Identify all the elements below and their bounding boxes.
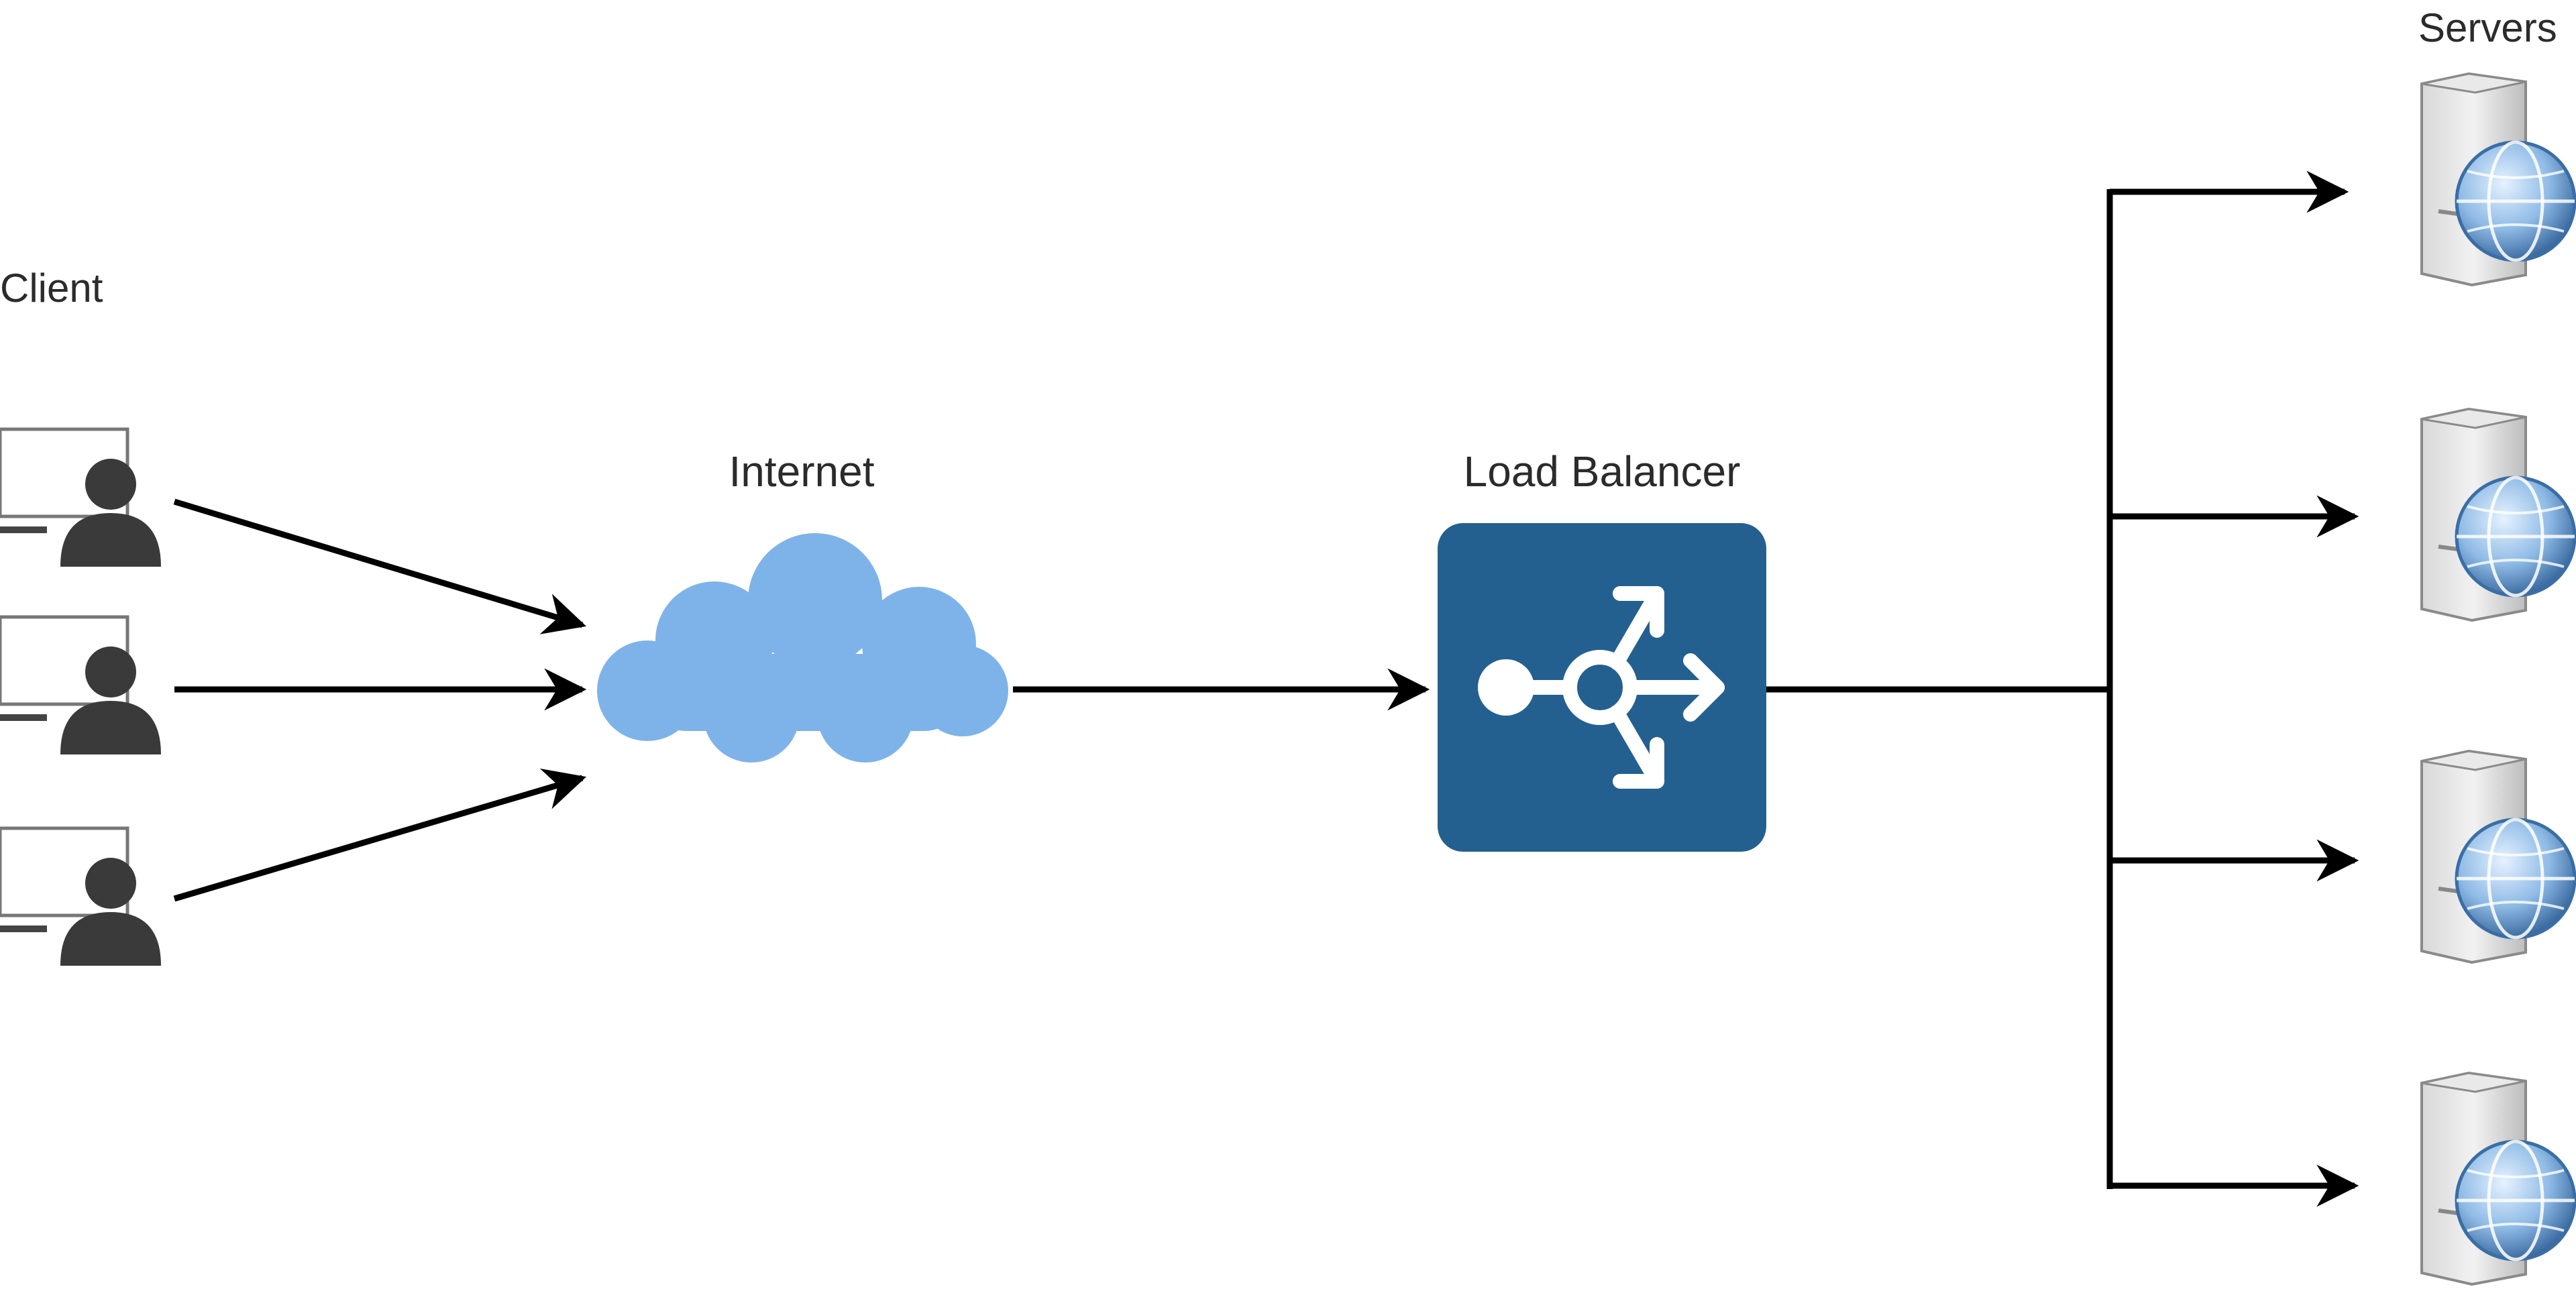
connector-arrow: [173, 498, 587, 634]
client-icon: [0, 828, 161, 966]
client-to-internet-connectors: [173, 498, 587, 902]
load-balancer-to-servers-connectors: [1766, 170, 2359, 1207]
connector-arrow: [173, 768, 587, 902]
servers-label: Servers: [2418, 5, 2557, 50]
client-icon: [0, 429, 161, 567]
web-server-icon: [2422, 409, 2575, 620]
load-balancer-icon: [1438, 523, 1766, 852]
load-balancer-label: Load Balancer: [1464, 447, 1741, 496]
web-server-icon: [2422, 1073, 2575, 1284]
web-server-icon: [2422, 74, 2575, 285]
internet-label: Internet: [729, 447, 874, 496]
web-server-icon: [2422, 751, 2575, 962]
client-label: Client: [0, 266, 103, 311]
cloud-icon: [597, 533, 1008, 763]
client-icon: [0, 617, 161, 754]
